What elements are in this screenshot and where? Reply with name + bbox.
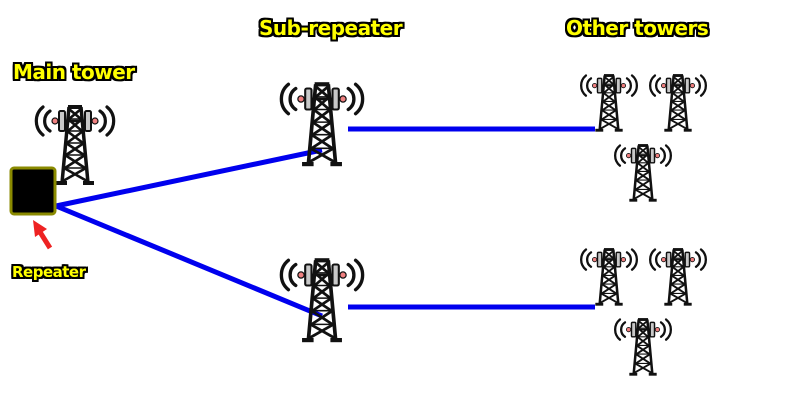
other-tower-icon bbox=[648, 246, 708, 307]
other-tower-icon bbox=[613, 316, 673, 377]
sub-repeater-label: Sub-repeater bbox=[259, 16, 403, 40]
link-repeater-to-sub-repeater-2 bbox=[55, 203, 323, 319]
other-tower-icon bbox=[648, 72, 708, 133]
repeater-label: Repeater bbox=[12, 263, 86, 281]
other-tower-icon bbox=[579, 246, 639, 307]
other-tower-icon bbox=[613, 142, 673, 203]
repeater-box bbox=[9, 166, 57, 216]
main-tower-label: Main tower bbox=[13, 60, 135, 84]
other-tower-icon bbox=[579, 72, 639, 133]
other-towers-label: Other towers bbox=[566, 16, 709, 40]
sub-repeater-tower-icon-2 bbox=[279, 256, 365, 345]
arrow-icon bbox=[33, 220, 53, 250]
link-repeater-to-sub-repeater-1 bbox=[55, 147, 323, 209]
